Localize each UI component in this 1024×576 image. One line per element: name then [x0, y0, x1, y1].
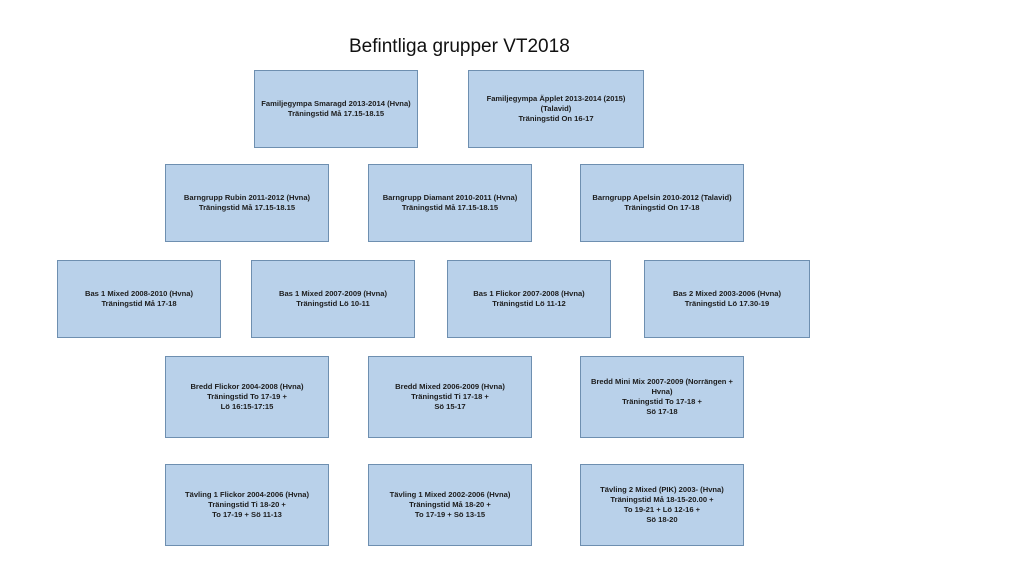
group-label: Familjegympa Äpplet 2013-2014 (2015) (Ta… [486, 94, 626, 123]
group-label: Bas 2 Mixed 2003-2006 (Hvna) Träningstid… [672, 289, 782, 308]
group-label: Tävling 1 Flickor 2004-2006 (Hvna) Träni… [184, 490, 310, 519]
group-label: Bredd Flickor 2004-2008 (Hvna) Träningst… [190, 382, 304, 411]
group-box-bredd-mixed: Bredd Mixed 2006-2009 (Hvna) Träningstid… [368, 356, 532, 438]
group-label: Barngrupp Rubin 2011-2012 (Hvna) Träning… [183, 193, 311, 212]
group-label: Bas 1 Flickor 2007-2008 (Hvna) Träningst… [473, 289, 585, 308]
group-box-tavling2-mixed: Tävling 2 Mixed (PIK) 2003- (Hvna) Träni… [580, 464, 744, 546]
group-label: Bas 1 Mixed 2008-2010 (Hvna) Träningstid… [84, 289, 194, 308]
group-box-applet: Familjegympa Äpplet 2013-2014 (2015) (Ta… [468, 70, 644, 148]
group-box-bas1-mixed-2008: Bas 1 Mixed 2008-2010 (Hvna) Träningstid… [57, 260, 221, 338]
group-label: Familjegympa Smaragd 2013-2014 (Hvna) Tr… [261, 99, 411, 118]
group-box-bas1-flickor: Bas 1 Flickor 2007-2008 (Hvna) Träningst… [447, 260, 611, 338]
group-label: Barngrupp Apelsin 2010-2012 (Talavid) Tr… [592, 193, 732, 212]
group-box-bredd-flickor: Bredd Flickor 2004-2008 (Hvna) Träningst… [165, 356, 329, 438]
group-box-bredd-mini-mix: Bredd Mini Mix 2007-2009 (Norrängen + Hv… [580, 356, 744, 438]
group-box-bas2-mixed: Bas 2 Mixed 2003-2006 (Hvna) Träningstid… [644, 260, 810, 338]
group-label: Bas 1 Mixed 2007-2009 (Hvna) Träningstid… [278, 289, 388, 308]
group-box-rubin: Barngrupp Rubin 2011-2012 (Hvna) Träning… [165, 164, 329, 242]
group-box-tavling1-mixed: Tävling 1 Mixed 2002-2006 (Hvna) Träning… [368, 464, 532, 546]
group-label: Bredd Mini Mix 2007-2009 (Norrängen + Hv… [590, 377, 733, 416]
page-title: Befintliga grupper VT2018 [349, 36, 570, 57]
group-label: Tävling 2 Mixed (PIK) 2003- (Hvna) Träni… [600, 485, 724, 524]
group-box-bas1-mixed-2007: Bas 1 Mixed 2007-2009 (Hvna) Träningstid… [251, 260, 415, 338]
group-box-apelsin: Barngrupp Apelsin 2010-2012 (Talavid) Tr… [580, 164, 744, 242]
group-box-diamant: Barngrupp Diamant 2010-2011 (Hvna) Träni… [368, 164, 532, 242]
group-label: Tävling 1 Mixed 2002-2006 (Hvna) Träning… [389, 490, 511, 519]
group-label: Bredd Mixed 2006-2009 (Hvna) Träningstid… [395, 382, 505, 411]
group-box-tavling1-flickor: Tävling 1 Flickor 2004-2006 (Hvna) Träni… [165, 464, 329, 546]
group-box-smaragd: Familjegympa Smaragd 2013-2014 (Hvna) Tr… [254, 70, 418, 148]
group-label: Barngrupp Diamant 2010-2011 (Hvna) Träni… [382, 193, 518, 212]
